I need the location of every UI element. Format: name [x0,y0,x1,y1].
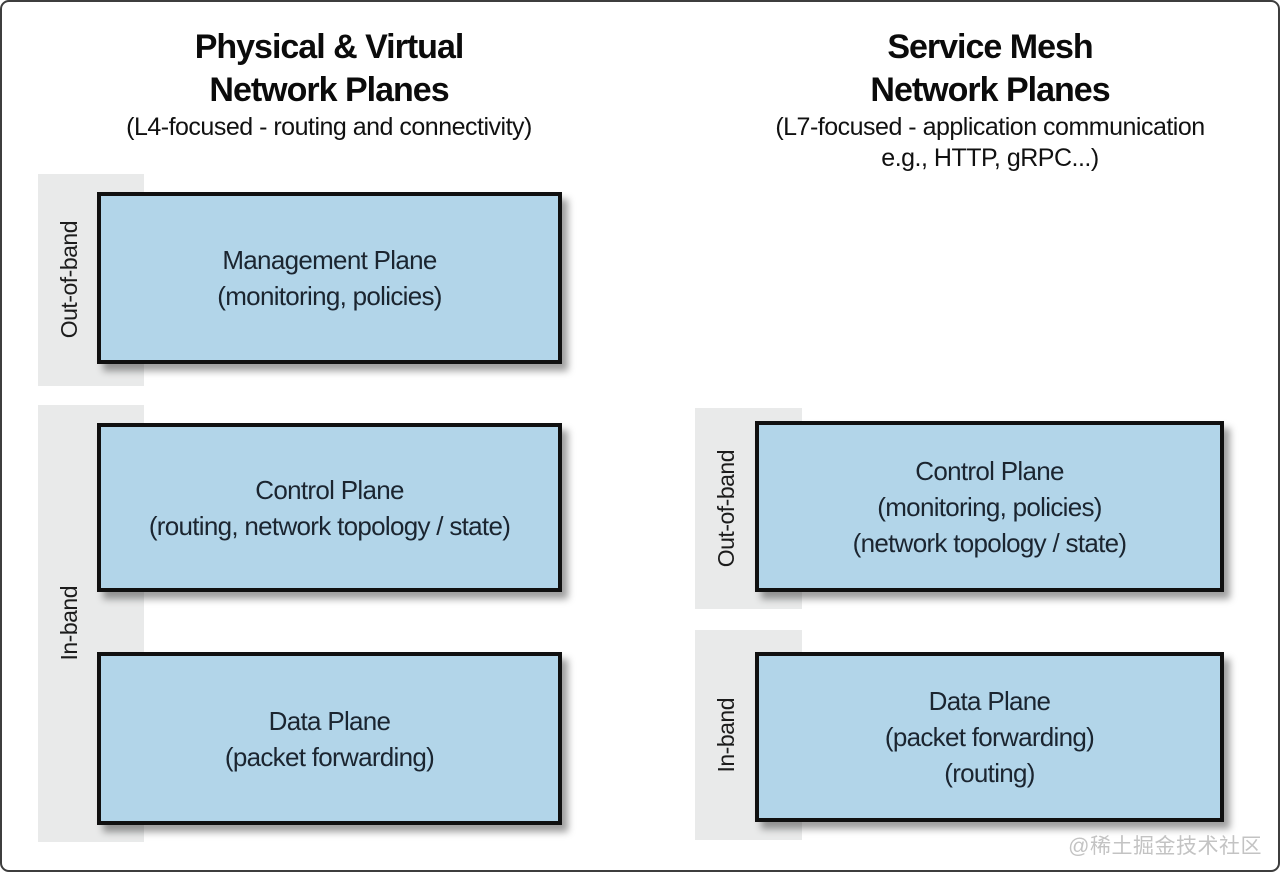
plane-title: Control Plane [915,455,1064,486]
control-plane-box-left: Control Plane (routing, network topology… [97,423,562,592]
plane-detail: (monitoring, policies) [877,491,1102,522]
plane-detail: (packet forwarding) [884,722,1095,752]
in-band-label: In-band [55,586,82,661]
out-of-band-label: Out-of-band [712,449,739,568]
plane-detail: (packet forwarding) [224,741,435,772]
service-mesh-column-title: Service Mesh Network Planes (L7-focused … [720,26,1260,174]
title-line: Physical & Virtual [194,28,465,66]
plane-title: Data Plane [928,686,1051,716]
band-label-wrap: Out-of-band [695,408,757,609]
physical-virtual-column-title: Physical & Virtual Network Planes (L4-fo… [89,26,569,143]
plane-detail: (routing, network topology / state) [148,510,511,541]
plane-detail: (monitoring, policies) [217,281,442,311]
subtitle-line: e.g., HTTP, gRPC...) [881,144,1099,172]
control-plane-box-right: Control Plane (monitoring, policies) (ne… [755,421,1224,592]
data-plane-box-left: Data Plane (packet forwarding) [97,652,562,825]
title-line: Network Planes [870,71,1110,109]
subtitle-line: (L4-focused - routing and connectivity) [126,113,532,141]
plane-detail: (network topology / state) [852,527,1127,558]
band-label-wrap: In-band [695,630,757,840]
plane-detail: (routing) [944,758,1035,788]
watermark-text: @稀土掘金技术社区 [1068,835,1262,858]
plane-title: Control Plane [255,474,404,505]
band-label-wrap: In-band [38,405,100,842]
plane-title: Management Plane [222,245,437,275]
out-of-band-label: Out-of-band [55,221,82,339]
title-line: Network Planes [209,71,449,109]
management-plane-box: Management Plane (monitoring, policies) [97,192,562,364]
band-label-wrap: Out-of-band [38,174,100,386]
subtitle-line: (L7-focused - application communication [775,113,1205,141]
in-band-label: In-band [712,697,739,773]
title-line: Service Mesh [887,28,1093,66]
data-plane-box-right: Data Plane (packet forwarding) (routing) [755,652,1224,822]
plane-title: Data Plane [268,705,391,736]
